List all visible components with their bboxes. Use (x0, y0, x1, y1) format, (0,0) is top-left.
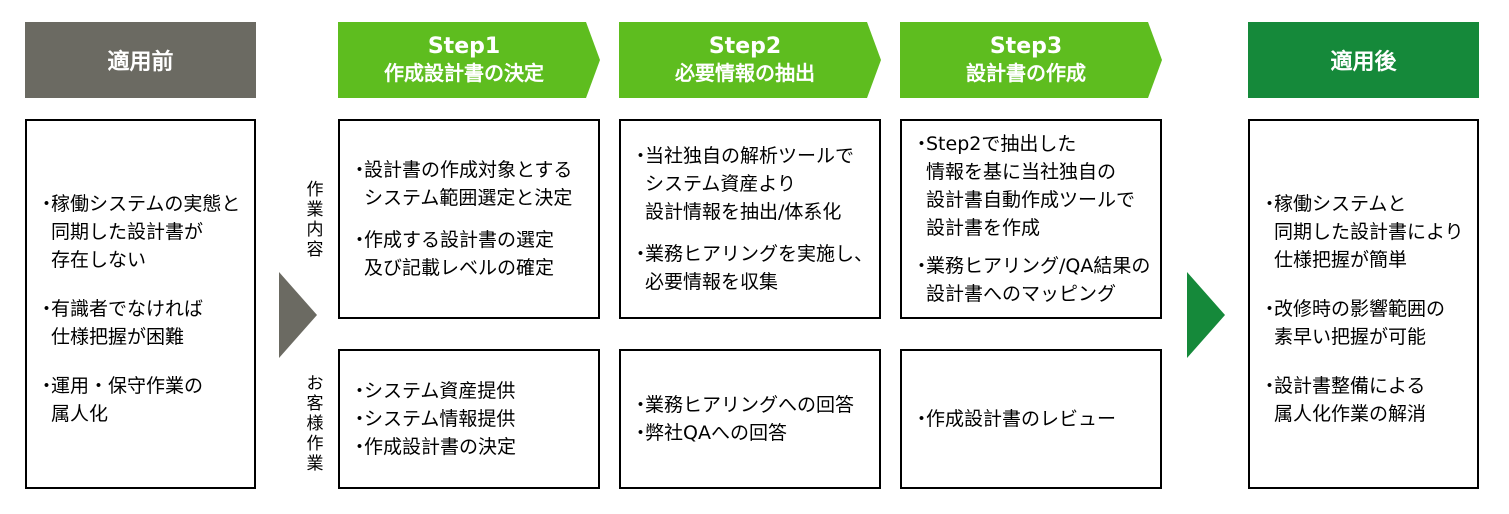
row-label-customer: お客様作業 (306, 374, 324, 474)
step2-header: Step2 必要情報の抽出 (619, 22, 881, 98)
after-item: ・設計書整備による 属人化作業の解消 (1260, 375, 1427, 425)
green-arrow-icon (1187, 272, 1225, 358)
step3-customer-box: ・作成設計書のレビュー (900, 349, 1162, 489)
step2-customer-box: ・業務ヒアリングへの回答 ・弊社QAへの回答 (619, 349, 881, 489)
step2-title: 必要情報の抽出 (675, 61, 815, 85)
step3-work-item: ・業務ヒアリング/QA結果の 設計書へのマッピング (912, 255, 1151, 305)
step1-work-item: ・作成する設計書の選定 及び記載レベルの確定 (350, 229, 555, 279)
gray-arrow-icon (279, 272, 317, 358)
step1-title: 作成設計書の決定 (384, 61, 544, 85)
before-item: ・運用・保守作業の 属人化 (37, 375, 204, 425)
step1-work-item: ・設計書の作成対象とする システム範囲選定と決定 (350, 159, 573, 209)
before-item: ・稼働システムの実態と 同期した設計書が 存在しない (37, 193, 241, 271)
after-box: ・稼働システムと 同期した設計書により 仕様把握が簡単 ・改修時の影響範囲の 素… (1248, 119, 1479, 489)
after-item: ・稼働システムと 同期した設計書により 仕様把握が簡単 (1260, 193, 1464, 271)
row-label-work: 作業内容 (306, 180, 324, 260)
step2-work-item: ・当社独自の解析ツールで システム資産より 設計情報を抽出/体系化 (631, 145, 855, 223)
step3-work-item: ・Step2で抽出した 情報を基に当社独自の 設計書自動作成ツールで 設計書を作… (912, 133, 1136, 239)
before-header: 適用前 (25, 22, 256, 98)
step1-number: Step1 (427, 34, 501, 59)
step2-customer-item: ・弊社QAへの回答 (631, 422, 787, 444)
step3-header: Step3 設計書の作成 (900, 22, 1162, 98)
before-box: ・稼働システムの実態と 同期した設計書が 存在しない ・有識者でなければ 仕様把… (25, 119, 256, 489)
after-header: 適用後 (1248, 22, 1479, 98)
step1-customer-item: ・作成設計書の決定 (350, 436, 517, 458)
step2-number: Step2 (708, 34, 782, 59)
before-header-label: 適用前 (107, 50, 174, 75)
step1-work-box: ・設計書の作成対象とする システム範囲選定と決定 ・作成する設計書の選定 及び記… (338, 119, 600, 319)
step3-title: 設計書の作成 (966, 61, 1086, 85)
step1-customer-box: ・システム資産提供 ・システム情報提供 ・作成設計書の決定 (338, 349, 600, 489)
step2-work-item: ・業務ヒアリングを実施し、 必要情報を収集 (631, 243, 874, 293)
step1-header: Step1 作成設計書の決定 (338, 22, 600, 98)
step1-customer-item: ・システム情報提供 (350, 408, 516, 430)
step3-number: Step3 (989, 34, 1063, 59)
step3-work-box: ・Step2で抽出した 情報を基に当社独自の 設計書自動作成ツールで 設計書を作… (900, 119, 1162, 319)
before-item: ・有識者でなければ 仕様把握が困難 (37, 298, 204, 348)
step2-work-box: ・当社独自の解析ツールで システム資産より 設計情報を抽出/体系化 ・業務ヒアリ… (619, 119, 881, 319)
after-item: ・改修時の影響範囲の 素早い把握が可能 (1260, 298, 1446, 348)
step2-customer-item: ・業務ヒアリングへの回答 (631, 394, 855, 416)
after-header-label: 適用後 (1330, 50, 1397, 75)
step3-customer-item: ・作成設計書のレビュー (912, 408, 1117, 430)
step1-customer-item: ・システム資産提供 (350, 380, 516, 402)
